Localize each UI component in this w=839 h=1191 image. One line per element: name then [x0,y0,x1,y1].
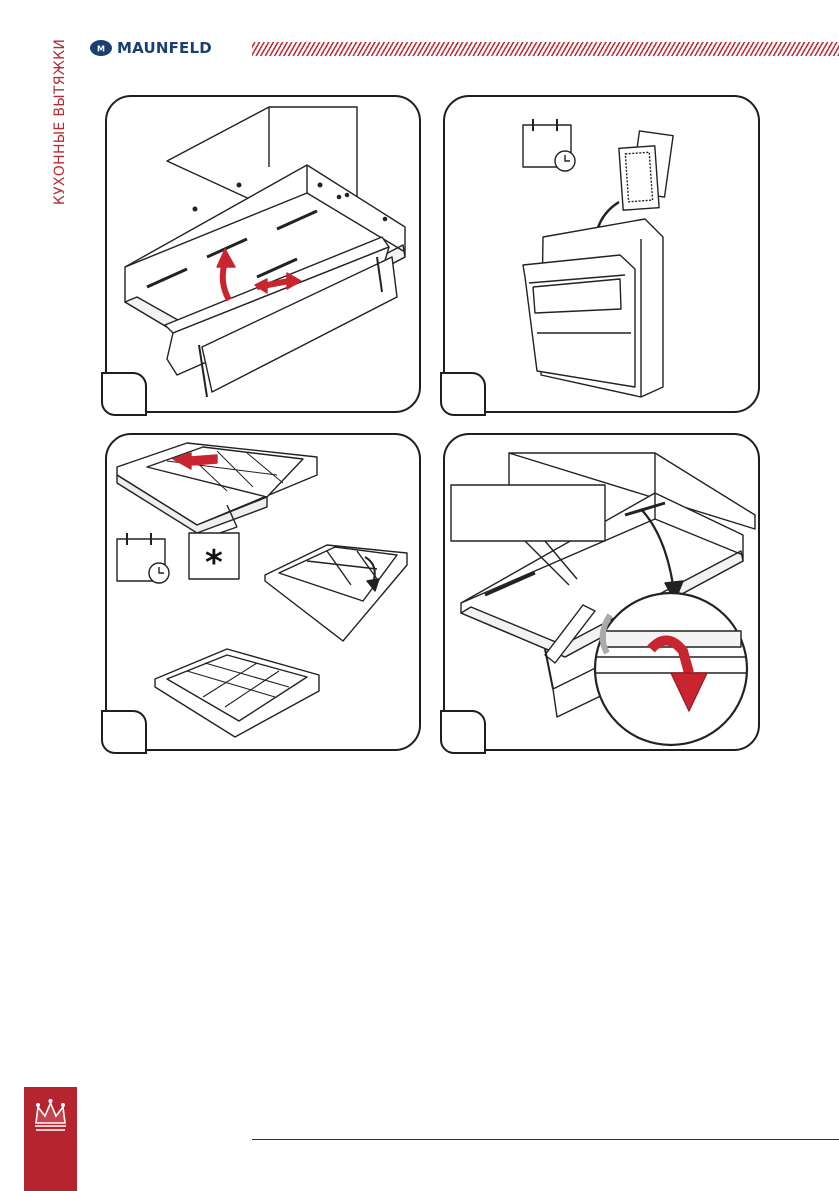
step-4-reinstall-panel [443,433,760,751]
svg-text:M: M [97,45,105,54]
side-category-text: КУХОННЫЕ ВЫТЯЖКИ [52,39,68,205]
step-1-remove-filter-panel [105,95,421,413]
carbon-filter-replace-icon [107,435,419,749]
calendar-clock-icon [523,119,575,171]
step-3-carbon-filter-panel: * [105,433,421,751]
step-2-number-box [440,372,486,416]
brand-name: MAUNFELD [117,39,212,57]
note-asterisk: * [205,543,223,583]
maunfeld-logo-icon: M [89,39,113,57]
hood-filter-unlatch-icon [107,97,419,411]
dishwasher-filter-wash-icon [445,97,758,411]
step-1-number-box [101,372,147,416]
side-red-tab [24,1087,77,1191]
brand-logo: M MAUNFELD [89,36,212,60]
header-hatch-band [252,42,839,56]
step-3-number-box [101,710,147,754]
step-2-dishwasher-panel [443,95,760,413]
crown-emblem-icon [24,1093,77,1143]
footer-divider [252,1139,839,1140]
side-category-label: КУХОННЫЕ ВЫТЯЖКИ [50,40,70,205]
step-4-number-box [440,710,486,754]
hood-filter-reinstall-icon [445,435,758,749]
